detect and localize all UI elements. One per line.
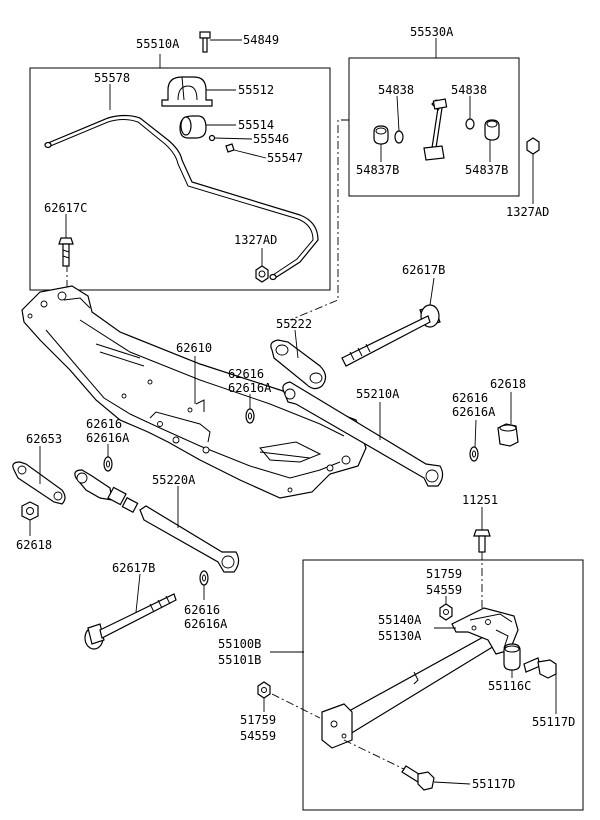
label-55512: 55512 [238,83,274,97]
label-55220a: 55220A [152,473,196,487]
stabilizer-bar[interactable] [44,114,319,281]
washer-54838-left[interactable] [394,130,404,144]
label-62616a-b: 62616A [452,405,496,419]
label-55117d-bottom: 55117D [472,777,515,791]
bolt-62617b-right[interactable] [341,304,441,367]
axle-beam-55100b[interactable] [321,629,505,749]
label-55530a: 55530A [410,25,454,39]
leader-lines [29,38,557,785]
washer-54838-right[interactable] [465,118,475,130]
label-55547: 55547 [267,151,303,165]
label-55116c: 55116C [488,679,531,693]
label-62616-b: 62616 [452,391,488,405]
bolt-54849[interactable] [199,31,211,53]
bushing-55512[interactable] [161,76,213,107]
label-62616-c: 62616 [86,417,122,431]
bolt-55117d-right[interactable] [523,657,557,679]
link-assembly-box [348,57,520,197]
crossmember-62610[interactable] [21,285,367,499]
bushing-55116c[interactable] [503,643,521,671]
arm-55210a[interactable] [282,381,444,487]
bracket-55140a[interactable] [451,607,519,655]
label-54838-left: 54838 [378,83,414,97]
label-62616a-c: 62616A [86,431,130,445]
nut-51759-top[interactable] [439,603,453,621]
label-55117d-right: 55117D [532,715,575,729]
label-1327ad-bar: 1327AD [234,233,277,247]
nut-1327ad-link[interactable] [526,137,540,155]
label-62617b-right: 62617B [402,263,445,277]
axle-assembly-box [302,559,584,811]
label-62653: 62653 [26,432,62,446]
label-55222: 55222 [276,317,312,331]
label-54559-top: 54559 [426,583,462,597]
nut-62618-left[interactable] [21,501,39,521]
label-1327ad-link: 1327AD [506,205,549,219]
label-55210a: 55210A [356,387,400,401]
washer-55546[interactable] [208,134,216,142]
plate-62653[interactable] [12,461,66,505]
label-55514: 55514 [238,118,274,132]
label-55100b: 55100B [218,637,261,651]
link-54837b-right[interactable] [484,119,500,141]
label-55578: 55578 [94,71,130,85]
bolt-62617c[interactable] [58,237,74,267]
arm-55220a[interactable] [74,469,240,573]
label-55140a: 55140A [378,613,422,627]
label-62616-d: 62616 [184,603,220,617]
nut-51759-bottom[interactable] [257,681,271,699]
label-62616-a: 62616 [228,367,264,381]
label-54837b-right: 54837B [465,163,508,177]
label-62616a-a: 62616A [228,381,272,395]
washer-62616-left[interactable] [103,456,113,472]
nut-1327ad-bar[interactable] [255,265,269,283]
label-62617c: 62617C [44,201,87,215]
nut-55547[interactable] [225,143,235,153]
bolt-62617b-left[interactable] [84,593,177,650]
label-54849: 54849 [243,33,279,47]
washer-62616-crossmember[interactable] [245,408,255,424]
bolt-55117d-bottom[interactable] [401,765,435,791]
link-54837b-left[interactable] [373,125,389,145]
label-55510a: 55510A [136,37,180,51]
label-62618-left: 62618 [16,538,52,552]
label-51759-top: 51759 [426,567,462,581]
label-55101b: 55101B [218,653,261,667]
label-62616a-d: 62616A [184,617,228,631]
label-62610: 62610 [176,341,212,355]
bracket-55514[interactable] [179,115,207,139]
washer-62616-bottom[interactable] [199,570,209,586]
stabilizer-assembly-box [29,67,331,291]
label-55130a: 55130A [378,629,422,643]
bolt-11251[interactable] [473,529,491,553]
label-54838-right: 54838 [451,83,487,97]
washer-62616-right[interactable] [469,446,479,462]
link-55222[interactable] [270,339,327,390]
part-labels: 55510A 54849 55530A 55578 55512 55514 55… [16,25,575,791]
label-62618-right: 62618 [490,377,526,391]
label-11251: 11251 [462,493,498,507]
label-54559-bottom: 54559 [240,729,276,743]
label-55546: 55546 [253,132,289,146]
stabilizer-link[interactable] [423,98,448,161]
label-54837b-left: 54837B [356,163,399,177]
label-51759-bottom: 51759 [240,713,276,727]
label-62617b-left: 62617B [112,561,155,575]
nut-62618-right[interactable] [497,423,519,447]
